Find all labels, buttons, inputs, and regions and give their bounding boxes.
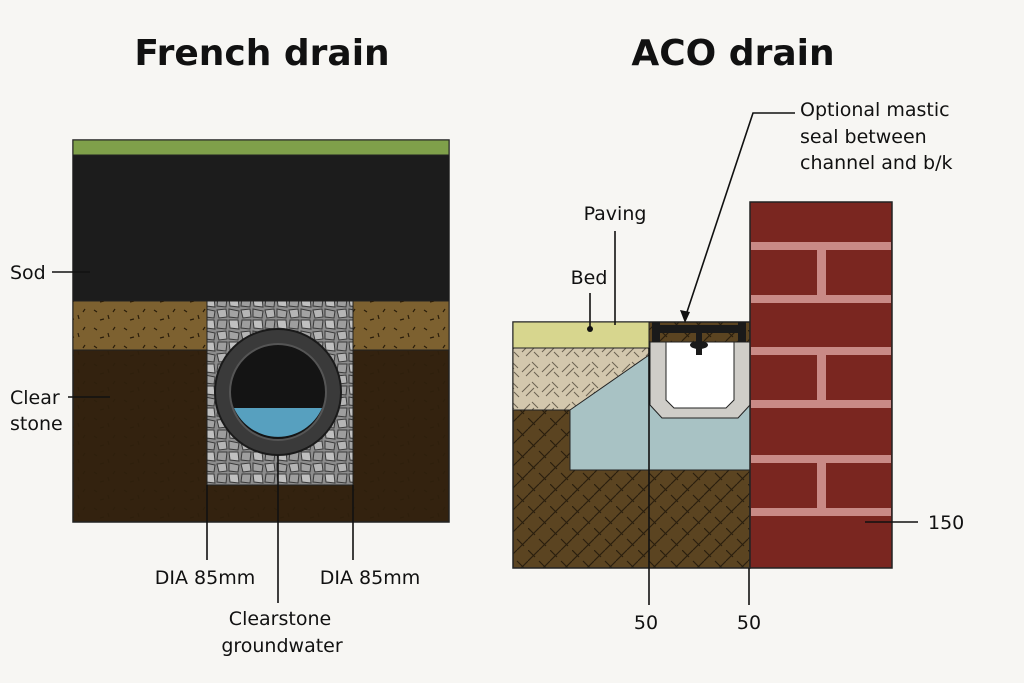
grate-left-clip [652,322,660,342]
dia-right-label: DIA 85mm [320,567,420,589]
bed-label: Bed [571,267,608,289]
grate [652,325,746,333]
aco-drain-title: ACO drain [631,33,834,74]
channel-interior [665,341,735,409]
bed-leader-dot [587,326,593,332]
mastic-leader [684,112,795,319]
paving-label: Paving [584,203,647,225]
brick-wall [749,201,893,569]
aco-drain-section [512,321,751,569]
mastic-label-2: seal between [800,126,927,148]
paving-layer [512,321,650,349]
french-drain-section [72,139,450,523]
clear-stone-label-2: stone [10,413,63,435]
water-level [234,408,322,437]
grate-right-clip [738,322,746,342]
clearstone-label-2: groundwater [221,635,343,657]
mastic-label-1: Optional mastic [800,99,950,121]
french-drain-title: French drain [134,33,389,74]
clearstone-label-1: Clearstone [229,608,331,630]
sod-label: Sod [10,262,46,284]
bolt-nut [690,341,708,349]
dia-left-label: DIA 85mm [155,567,255,589]
dim-50-left-label: 50 [634,612,658,634]
mortar-joints [751,242,891,516]
mastic-label-3: channel and b/k [800,152,952,174]
grass-layer [72,139,450,156]
dim-150-label: 150 [928,512,964,534]
dim-50-right-label: 50 [737,612,761,634]
topsoil-layer [73,155,449,301]
mastic-arrowhead [680,310,690,323]
clear-stone-label-1: Clear [10,387,60,409]
